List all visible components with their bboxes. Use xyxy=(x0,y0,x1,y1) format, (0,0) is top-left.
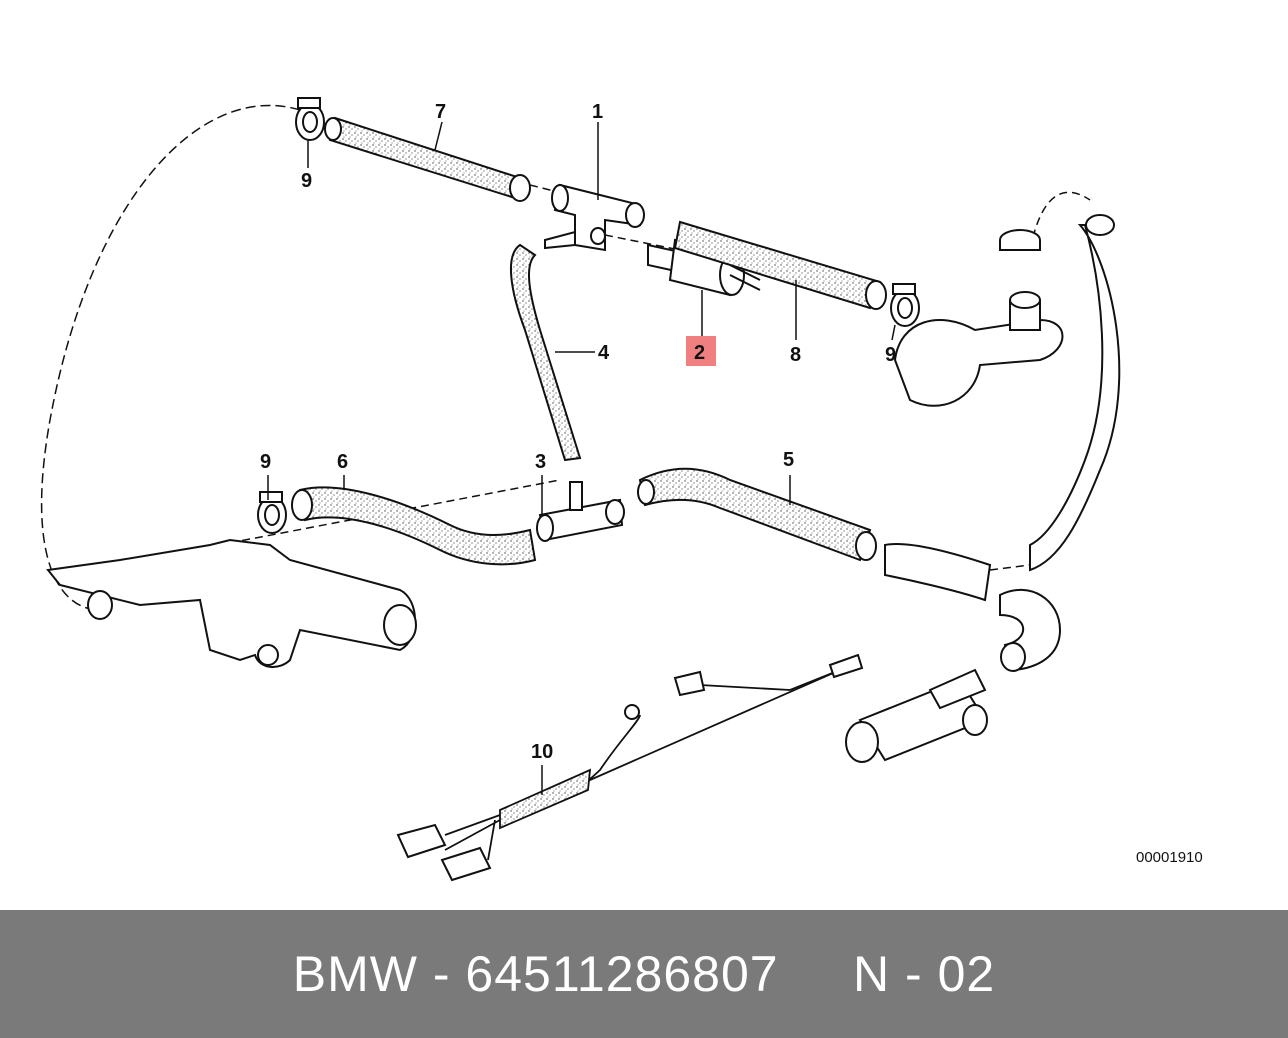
connector-right-lower xyxy=(845,668,988,763)
part-number-text: BMW - 64511286807 N - 02 xyxy=(292,946,996,1002)
reference-number: 00001910 xyxy=(1136,849,1203,866)
t-piece-1 xyxy=(544,183,645,252)
dash-loop-left xyxy=(40,104,301,611)
hose-4 xyxy=(509,243,582,462)
hose-5 xyxy=(637,467,877,562)
leader-9b xyxy=(891,324,896,341)
label-3: 3 xyxy=(535,451,546,473)
part-number-footer: BMW - 64511286807 N - 02 xyxy=(0,910,1288,1038)
t-piece-3 xyxy=(536,481,625,542)
label-5: 5 xyxy=(783,449,794,471)
wire-harness-10 xyxy=(444,669,841,861)
label-1: 1 xyxy=(592,101,603,123)
label-2[interactable]: 2 xyxy=(694,342,705,364)
clamp-9-right xyxy=(890,283,920,327)
hose-6 xyxy=(291,486,537,566)
part-2-highlight xyxy=(686,336,716,366)
housing-left xyxy=(46,538,417,668)
dash-line-lower-right xyxy=(989,564,1031,571)
hose-7 xyxy=(324,116,531,202)
hose-right-lower xyxy=(884,543,1062,672)
dash-line-7-1 xyxy=(529,184,571,196)
label-9-right: 9 xyxy=(885,344,896,366)
leader-7 xyxy=(434,121,443,151)
label-9-top: 9 xyxy=(301,170,312,192)
clamp-9-top xyxy=(295,97,325,141)
label-10: 10 xyxy=(531,741,553,763)
dash-line-1-8 xyxy=(604,234,681,251)
housing-right xyxy=(893,229,1064,407)
label-7: 7 xyxy=(435,101,446,123)
hose-right-long xyxy=(1029,214,1121,572)
label-8: 8 xyxy=(790,344,801,366)
clamp-9-lower xyxy=(257,491,287,534)
hose-8 xyxy=(673,220,887,310)
label-9-lower: 9 xyxy=(260,451,271,473)
label-6: 6 xyxy=(337,451,348,473)
connectors-10 xyxy=(396,653,864,882)
label-4: 4 xyxy=(598,342,610,364)
parts-diagram: 7 1 9 4 2 8 9 9 6 3 5 10 00001910 xyxy=(40,97,1203,882)
